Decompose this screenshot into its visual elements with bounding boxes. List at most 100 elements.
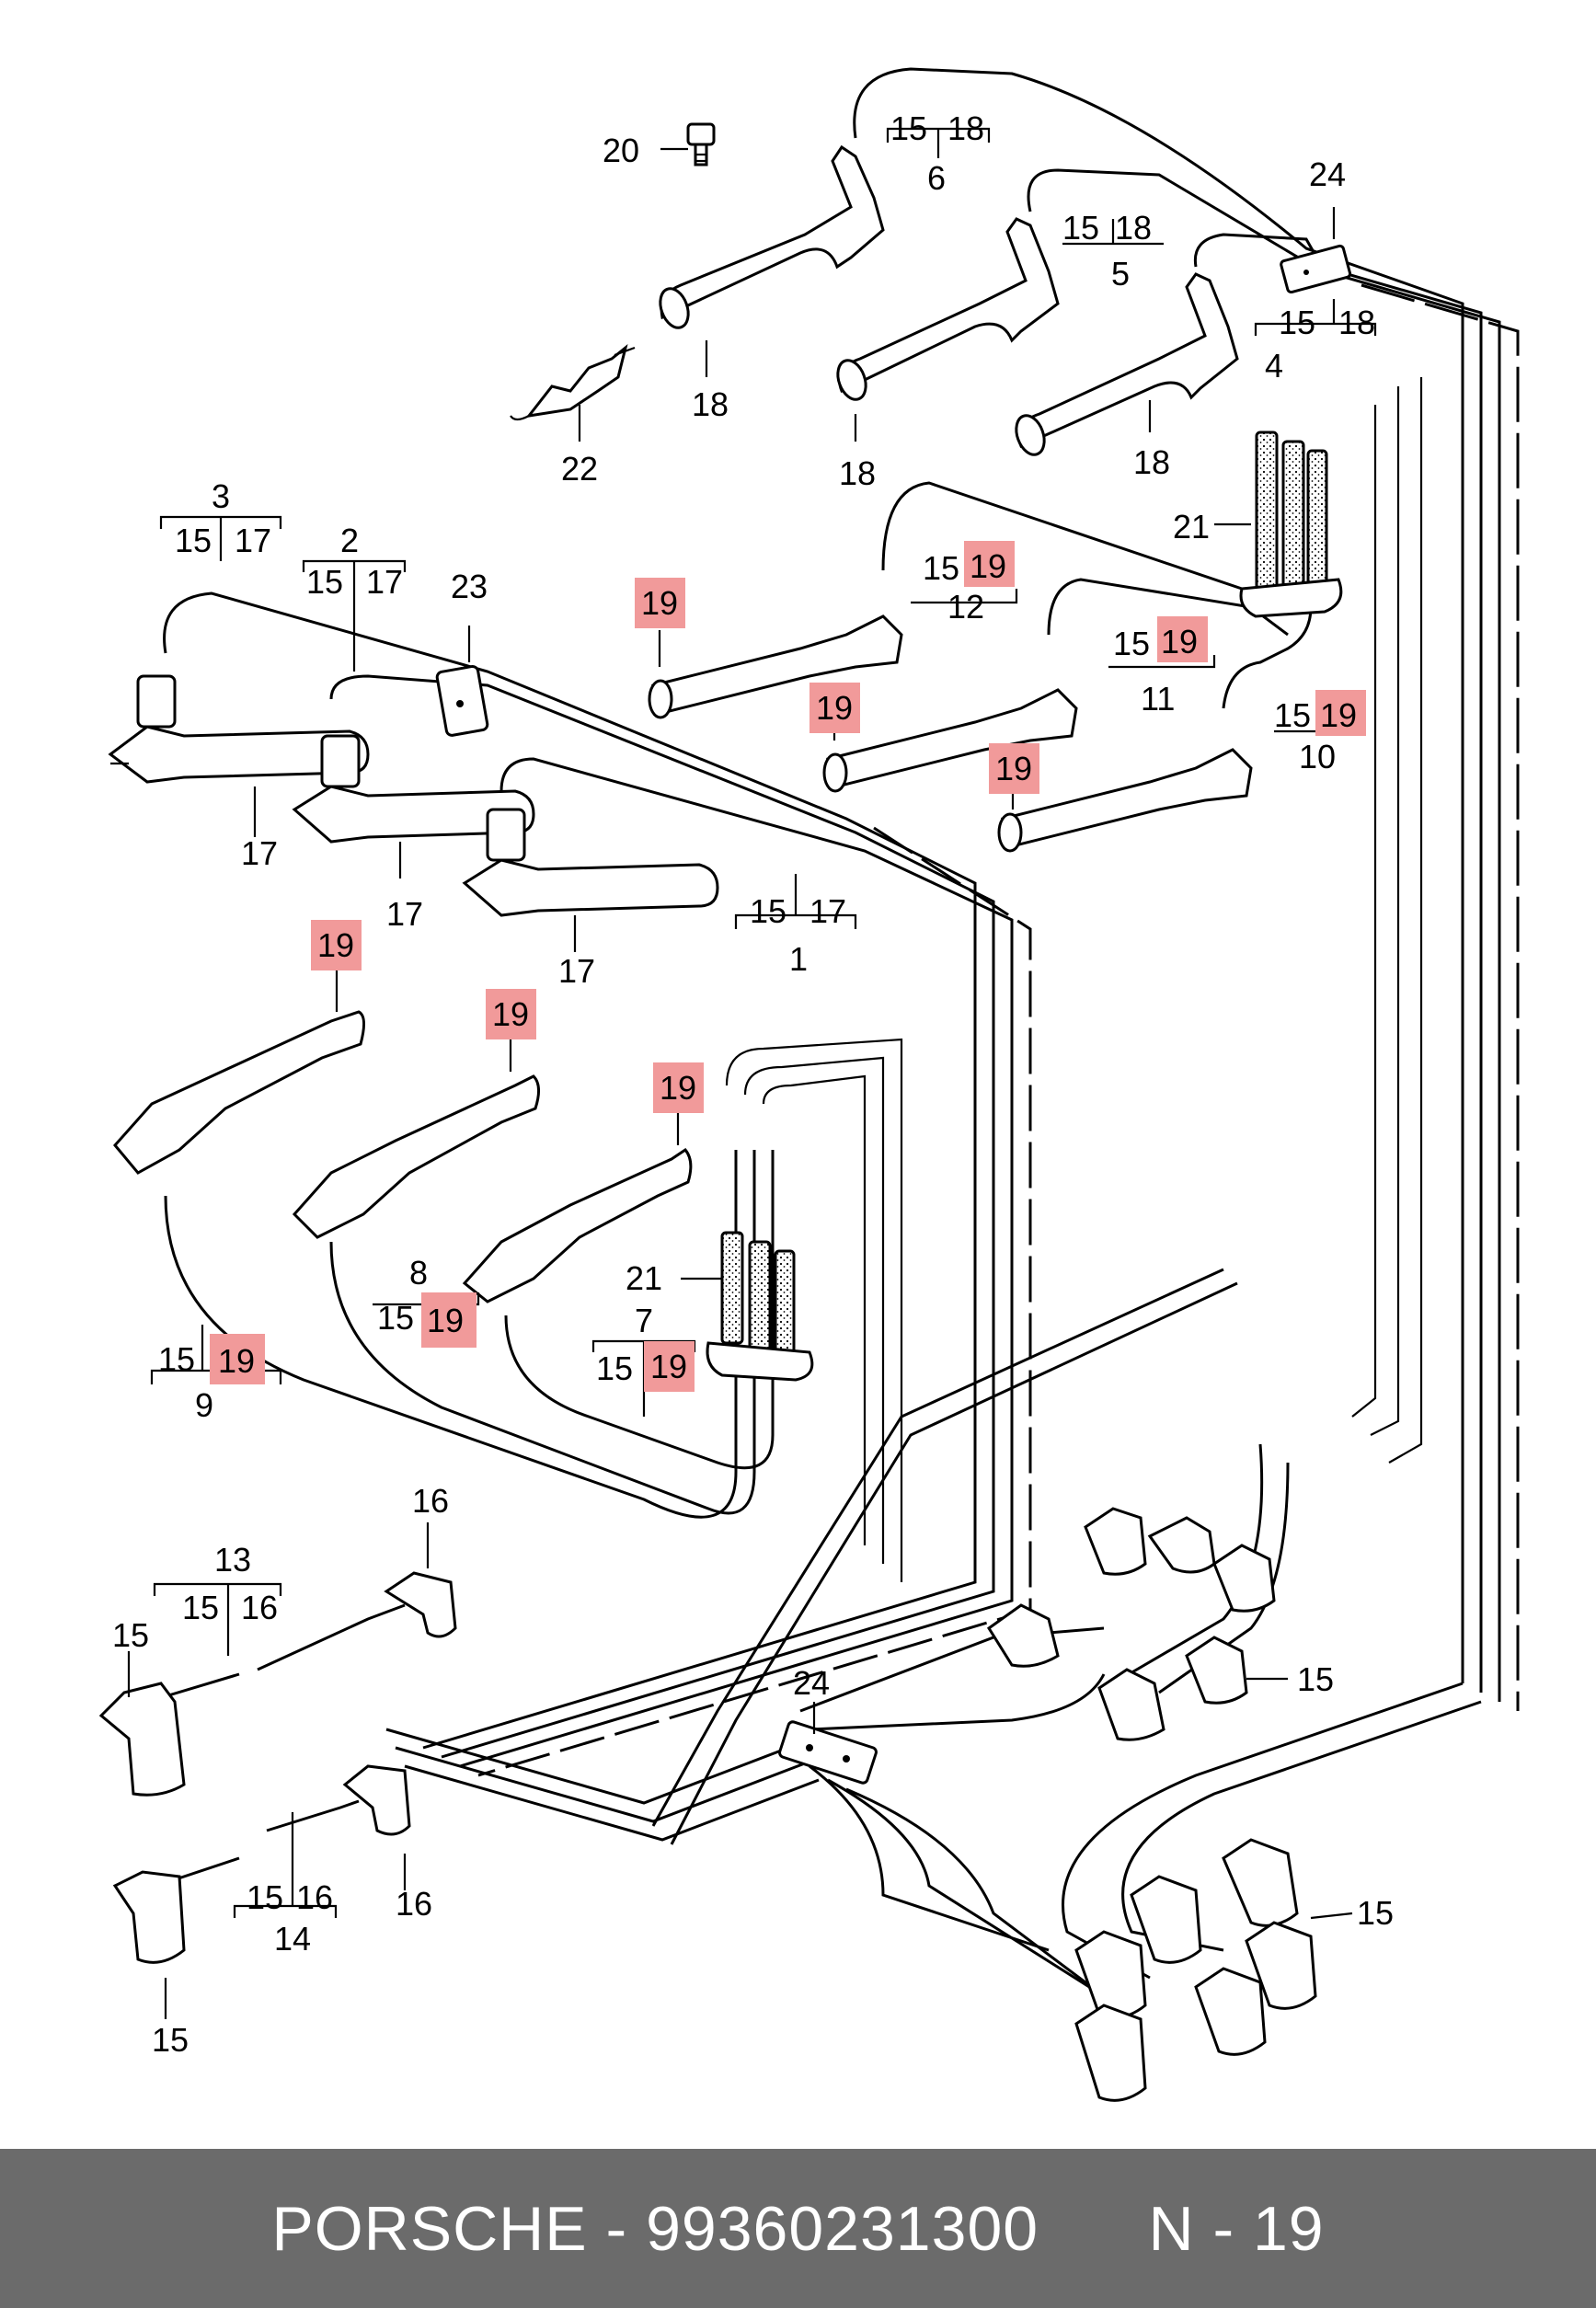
- label-17-cable2: 17: [366, 563, 403, 601]
- label-1: 1: [789, 940, 808, 978]
- label-24-top: 24: [1309, 155, 1346, 193]
- label-15-cable8: 15: [377, 1299, 414, 1337]
- label-24-bottom: 24: [793, 1664, 830, 1702]
- label-19-cable10: 19: [1320, 696, 1357, 734]
- part-footer: PORSCHE - 99360231300 N - 19: [0, 2149, 1596, 2308]
- label-15-c: 15: [152, 2021, 189, 2059]
- label-19-cable8: 19: [427, 1302, 464, 1339]
- label-19-e: 19: [492, 995, 529, 1033]
- label-16-cable14: 16: [296, 1878, 333, 1916]
- label-19-cable7: 19: [650, 1348, 687, 1385]
- connector-19-c: [997, 748, 1253, 853]
- leader-lines: [127, 147, 1353, 2019]
- connectors-15-right-top: [986, 1507, 1276, 1741]
- label-18-a: 18: [692, 385, 729, 423]
- label-15-cable4: 15: [1279, 304, 1315, 341]
- connector-16-b: [342, 1764, 411, 1836]
- parts-diagram: 20 22 18 18 18 15 18 6 15 18 5 24 15 18 …: [98, 67, 1520, 2102]
- label-15-cable6: 15: [890, 109, 927, 147]
- connector-16-a: [384, 1571, 457, 1638]
- label-15-cable3: 15: [175, 522, 212, 559]
- clamp-24-top: [1280, 244, 1352, 294]
- label-19-a: 19: [641, 584, 678, 622]
- connectors-15-right-bottom: [1074, 1838, 1317, 2102]
- label-15-cable10: 15: [1274, 696, 1311, 734]
- brand-name: PORSCHE: [271, 2193, 588, 2264]
- label-19-cable9: 19: [218, 1342, 255, 1380]
- label-15-cable12: 15: [923, 549, 959, 587]
- label-13: 13: [214, 1541, 251, 1579]
- label-6: 6: [927, 159, 946, 197]
- label-15-cable11: 15: [1113, 625, 1150, 662]
- cable-harness: [146, 67, 1520, 2026]
- clamp-23: [435, 664, 489, 737]
- label-15-cable7: 15: [596, 1349, 633, 1387]
- connector-18-b: [836, 217, 1060, 401]
- label-8: 8: [409, 1254, 428, 1292]
- connector-19-e: [292, 1074, 540, 1239]
- label-21-bottom: 21: [626, 1259, 662, 1297]
- shield-21-bottom: [706, 1231, 814, 1382]
- label-16-cable13: 16: [241, 1589, 278, 1626]
- label-17-c: 17: [558, 952, 595, 990]
- label-3: 3: [212, 477, 230, 515]
- label-15-b: 15: [1297, 1660, 1334, 1698]
- label-15-cable1: 15: [750, 892, 787, 930]
- label-15-cable13: 15: [182, 1589, 219, 1626]
- connector-18-a: [659, 144, 885, 329]
- connector-19-d: [113, 1010, 365, 1175]
- label-17-cable1: 17: [809, 892, 846, 930]
- part-number: 99360231300: [646, 2193, 1039, 2264]
- label-15-cable5: 15: [1062, 209, 1099, 247]
- label-18-cable5: 18: [1115, 209, 1152, 247]
- label-5: 5: [1111, 255, 1130, 293]
- label-17-cable3: 17: [235, 522, 271, 559]
- shield-21-top: [1239, 431, 1343, 618]
- label-10: 10: [1299, 738, 1336, 775]
- label-19-d: 19: [317, 926, 354, 964]
- part-labels: 20 22 18 18 18 15 18 6 15 18 5 24 15 18 …: [112, 109, 1394, 2059]
- label-19-b: 19: [816, 689, 853, 727]
- label-15-cable2: 15: [306, 563, 343, 601]
- connector-19-f: [462, 1148, 693, 1303]
- label-19-f: 19: [660, 1069, 696, 1107]
- connector-15-a: [98, 1682, 186, 1797]
- label-23: 23: [451, 568, 488, 605]
- label-14: 14: [274, 1920, 311, 1958]
- label-7: 7: [635, 1302, 653, 1339]
- footer-separator: -: [587, 2193, 647, 2264]
- highlight-boxes: [210, 541, 1366, 1392]
- label-18-cable6: 18: [947, 109, 984, 147]
- label-15-a: 15: [112, 1616, 149, 1654]
- label-19-cable11: 19: [1161, 623, 1198, 660]
- label-18-c: 18: [1133, 443, 1170, 481]
- connector-17-a: [108, 674, 370, 784]
- label-17-a: 17: [241, 834, 278, 872]
- connector-15-b: [112, 1870, 186, 1964]
- label-15-cable9: 15: [158, 1340, 195, 1378]
- label-19-c: 19: [995, 750, 1032, 787]
- reference-code: N - 19: [1148, 2193, 1325, 2264]
- connector-17-b: [292, 734, 535, 844]
- label-20: 20: [603, 132, 639, 169]
- label-18-cable4: 18: [1338, 304, 1375, 341]
- connector-17-c: [462, 808, 719, 917]
- label-18-b: 18: [839, 454, 876, 492]
- label-4: 4: [1265, 347, 1283, 385]
- label-11: 11: [1141, 680, 1175, 718]
- clamp-24-bottom: [778, 1720, 878, 1785]
- label-16-b: 16: [396, 1885, 432, 1923]
- connector-18-c: [1015, 272, 1239, 456]
- label-17-b: 17: [386, 895, 423, 933]
- label-15-cable14: 15: [247, 1878, 283, 1916]
- label-9: 9: [195, 1386, 213, 1424]
- label-2: 2: [340, 522, 359, 559]
- connector-19-a: [648, 614, 903, 719]
- label-22: 22: [561, 450, 598, 488]
- footer-caption: PORSCHE - 99360231300 N - 19: [271, 2193, 1324, 2265]
- label-21-top: 21: [1173, 508, 1210, 545]
- part-20-screw: [686, 122, 716, 166]
- label-15-d: 15: [1357, 1894, 1394, 1932]
- connector-19-b: [822, 688, 1078, 793]
- clamps: [435, 244, 1352, 1785]
